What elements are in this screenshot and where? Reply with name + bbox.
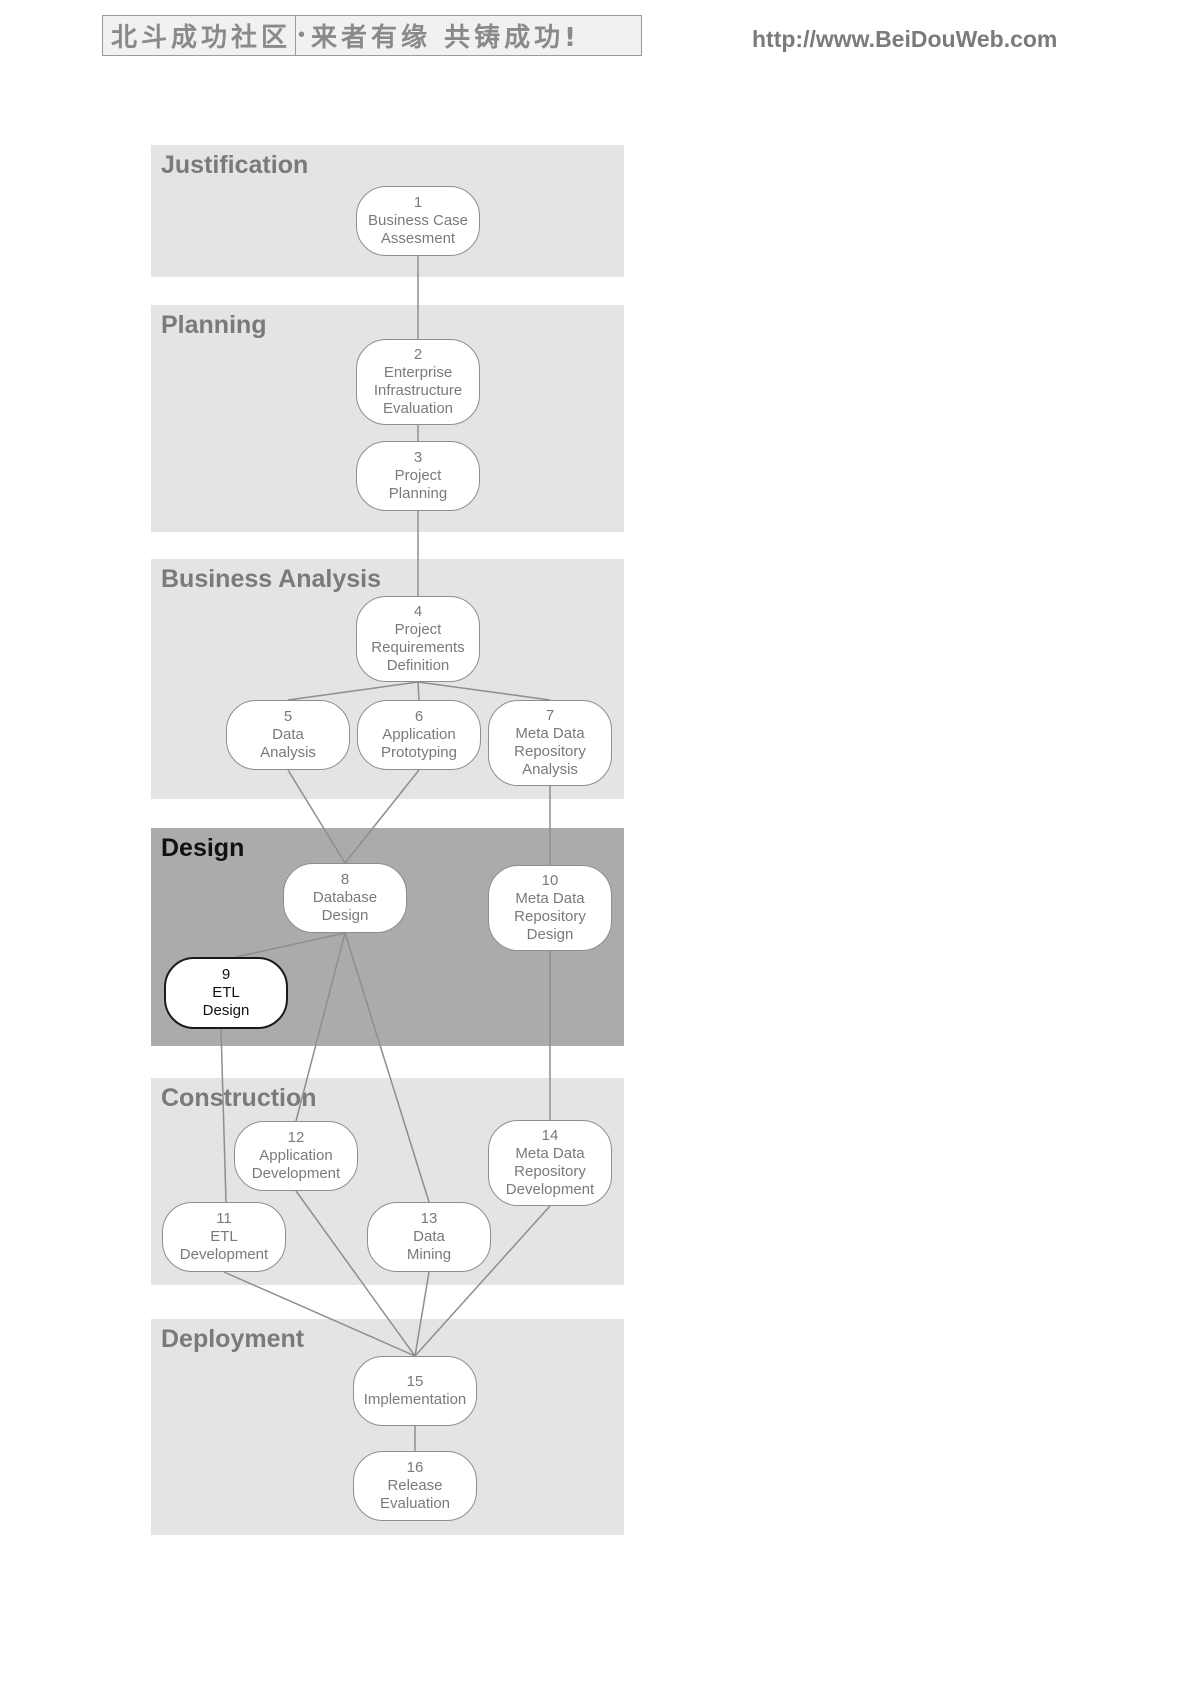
step-node-16: 16 Release Evaluation xyxy=(353,1451,477,1521)
step-node-8: 8 Database Design xyxy=(283,863,407,933)
step-node-10: 10 Meta Data Repository Design xyxy=(488,865,612,951)
phase-label: Design xyxy=(161,834,245,862)
step-node-9: 9 ETL Design xyxy=(164,957,288,1029)
step-label-line: Definition xyxy=(386,657,450,674)
connector-4-5 xyxy=(287,681,419,701)
connector-8-13 xyxy=(344,932,430,1203)
step-node-3: 3 Project Planning xyxy=(356,441,480,511)
step-number: 12 xyxy=(287,1129,305,1146)
step-number: 13 xyxy=(420,1210,438,1227)
step-node-7: 7 Meta Data Repository Analysis xyxy=(488,700,612,786)
step-number: 9 xyxy=(221,966,231,983)
step-number: 6 xyxy=(414,708,424,725)
step-node-15: 15 Implementation xyxy=(353,1356,477,1426)
step-label-line: Assesment xyxy=(380,230,456,247)
step-label-line: Enterprise xyxy=(383,364,453,381)
step-label-line: ETL xyxy=(210,1228,238,1245)
step-node-5: 5 Data Analysis xyxy=(226,700,350,770)
phase-label: Justification xyxy=(161,151,309,179)
step-label-line: Release xyxy=(387,1477,443,1494)
connector-6-8 xyxy=(344,769,420,864)
step-label-line: Analysis xyxy=(522,761,578,778)
step-label-line: Evaluation xyxy=(382,400,454,417)
step-label-line: ETL xyxy=(212,984,240,1001)
phase-label: Construction xyxy=(161,1084,317,1112)
step-node-14: 14 Meta Data Repository Development xyxy=(488,1120,612,1206)
step-label-line: Development xyxy=(505,1181,595,1198)
step-label-line: Evaluation xyxy=(379,1495,451,1512)
step-label-line: Repository xyxy=(514,743,586,760)
step-number: 5 xyxy=(283,708,293,725)
site-banner: 北斗成功社区 • 来者有缘 共铸成功! xyxy=(102,15,642,56)
step-label-line: Application xyxy=(259,1147,333,1164)
connector-4-6 xyxy=(417,681,420,701)
step-label-line: Prototyping xyxy=(381,744,457,761)
step-label-line: Data xyxy=(272,726,304,743)
banner-dot: • xyxy=(298,24,306,46)
step-node-13: 13 Data Mining xyxy=(367,1202,491,1272)
step-number: 11 xyxy=(216,1210,232,1227)
step-label-line: Project xyxy=(394,621,442,638)
step-node-11: 11 ETL Development xyxy=(162,1202,286,1272)
step-label-line: Design xyxy=(526,926,574,943)
banner-slogan-left: 北斗成功社区 xyxy=(111,23,292,53)
step-label-line: Requirements xyxy=(371,639,465,656)
step-number: 3 xyxy=(413,449,423,466)
step-label-line: Application xyxy=(382,726,456,743)
step-label-line: Data xyxy=(413,1228,445,1245)
banner-slogan-right: 来者有缘 共铸成功! xyxy=(311,23,580,53)
step-label-line: Implementation xyxy=(363,1391,467,1408)
step-label-line: Meta Data xyxy=(515,890,585,907)
step-label-line: Business Case xyxy=(367,212,469,229)
step-label-line: Repository xyxy=(514,1163,586,1180)
step-node-6: 6 Application Prototyping xyxy=(357,700,481,770)
step-label-line: Database xyxy=(312,889,378,906)
connector-13-15 xyxy=(414,1271,430,1357)
step-label-line: Design xyxy=(202,1002,250,1019)
step-label-line: Development xyxy=(251,1165,341,1182)
connector-5-8 xyxy=(287,769,346,864)
connector-4-7 xyxy=(417,681,551,701)
step-number: 2 xyxy=(413,346,423,363)
step-number: 4 xyxy=(413,603,423,620)
step-number: 16 xyxy=(406,1459,424,1476)
step-number: 14 xyxy=(541,1127,559,1144)
phase-label: Deployment xyxy=(161,1325,305,1353)
site-url: http://www.BeiDouWeb.com xyxy=(752,26,1058,52)
step-label-line: Development xyxy=(179,1246,269,1263)
step-label-line: Infrastructure xyxy=(373,382,463,399)
connector-8-12 xyxy=(295,932,346,1122)
step-number: 7 xyxy=(545,707,555,724)
phase-label: Planning xyxy=(161,311,267,339)
connector-9-11 xyxy=(220,1028,227,1203)
step-label-line: Meta Data xyxy=(515,1145,585,1162)
step-label-line: Design xyxy=(321,907,369,924)
step-label-line: Mining xyxy=(406,1246,452,1263)
step-node-2: 2 Enterprise Infrastructure Evaluation xyxy=(356,339,480,425)
step-number: 10 xyxy=(541,872,559,889)
phase-label: Business Analysis xyxy=(161,565,382,593)
step-label-line: Project xyxy=(394,467,442,484)
connector-11-15 xyxy=(223,1271,416,1357)
step-label-line: Meta Data xyxy=(515,725,585,742)
step-number: 15 xyxy=(406,1373,424,1390)
step-node-4: 4 Project Requirements Definition xyxy=(356,596,480,682)
step-label-line: Analysis xyxy=(260,744,316,761)
connector-8-9 xyxy=(235,932,346,958)
step-node-1: 1 Business Case Assesment xyxy=(356,186,480,256)
step-label-line: Repository xyxy=(514,908,586,925)
banner-divider xyxy=(295,16,297,55)
step-label-line: Planning xyxy=(388,485,448,502)
connector-14-15 xyxy=(414,1205,551,1357)
step-node-12: 12 Application Development xyxy=(234,1121,358,1191)
step-number: 8 xyxy=(340,871,350,888)
connector-12-15 xyxy=(295,1190,416,1357)
step-number: 1 xyxy=(413,194,423,211)
